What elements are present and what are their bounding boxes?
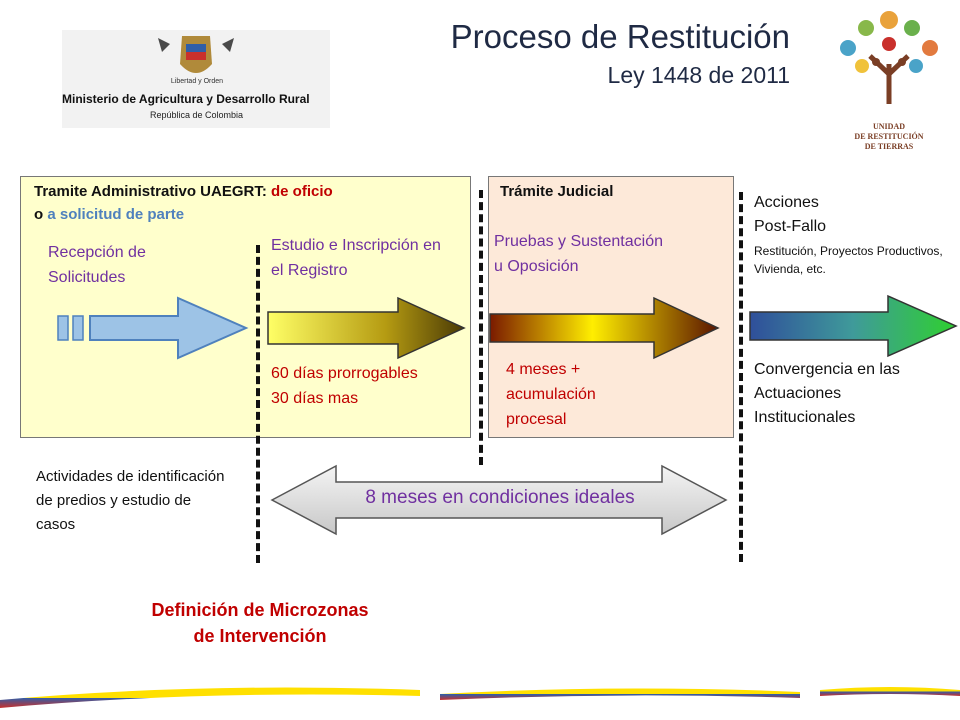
timeline-label: 8 meses en condiciones ideales xyxy=(365,487,635,508)
flag-band-right xyxy=(820,687,960,696)
convergence-text: Convergencia en las Actuaciones Instituc… xyxy=(754,361,900,426)
judicial-process-box xyxy=(488,176,734,438)
reception-arrow xyxy=(89,296,249,360)
ministry-motto: Libertad y Orden xyxy=(170,78,224,85)
admin-duration: 60 días prorrogables 30 días mas xyxy=(271,365,418,407)
divider-judicial xyxy=(479,190,483,465)
post-ruling-arrow xyxy=(749,294,958,358)
unit-logo-line2: DE RESTITUCIÓN xyxy=(854,132,924,141)
flag-band-left xyxy=(0,687,420,708)
arrow-tail-bar xyxy=(57,315,69,341)
judicial-arrow xyxy=(489,296,720,360)
post-ruling-detail: Restitución, Proyectos Productivos, Vivi… xyxy=(754,244,943,276)
step-evidence: Pruebas y Sustentación u Oposición xyxy=(494,233,663,275)
page-title: Proceso de Restitución xyxy=(450,18,790,55)
divider-post-ruling xyxy=(739,192,743,562)
coat-of-arms-icon xyxy=(158,36,234,73)
step-reception: Recepción de Solicitudes xyxy=(48,244,146,286)
arrow-tail-bar xyxy=(72,315,84,341)
judicial-duration: 4 meses + acumulación procesal xyxy=(506,361,596,428)
tree-icon xyxy=(840,11,938,104)
ministry-logo: Libertad y Orden Ministerio de Agricultu… xyxy=(62,30,330,128)
unit-logo-line1: UNIDAD xyxy=(873,122,905,131)
step-registry: Estudio e Inscripción en el Registro xyxy=(271,237,441,279)
admin-header: Tramite Administrativo UAEGRT: de oficio… xyxy=(34,183,333,223)
ministry-name: Ministerio de Agricultura y Desarrollo R… xyxy=(62,92,310,106)
ministry-country: República de Colombia xyxy=(150,110,244,120)
divider-registry xyxy=(256,245,260,563)
flag-band-middle xyxy=(440,688,800,700)
unit-logo: UNIDAD DE RESTITUCIÓN DE TIERRAS xyxy=(826,4,952,164)
unit-logo-line3: DE TIERRAS xyxy=(864,142,914,151)
admin-process-box xyxy=(20,176,471,438)
judicial-header: Trámite Judicial xyxy=(500,183,614,200)
post-ruling-title: Acciones Post-Fallo xyxy=(754,194,827,235)
timeline-double-arrow xyxy=(270,464,728,536)
microzones-definition: Definición de Microzonas de Intervención xyxy=(151,600,369,646)
activities-text: Actividades de identificación de predios… xyxy=(36,468,225,533)
page-subtitle: Ley 1448 de 2011 xyxy=(607,62,790,88)
registry-arrow xyxy=(267,296,466,360)
